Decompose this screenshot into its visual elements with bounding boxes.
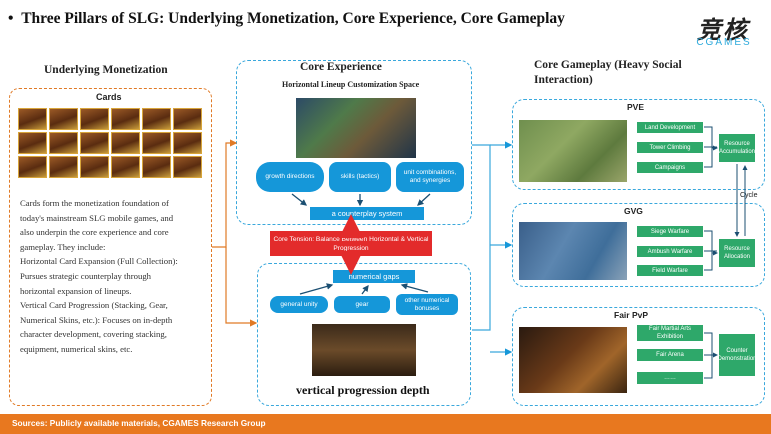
card-thumb bbox=[111, 108, 140, 130]
experience-heading: Core Experience bbox=[300, 61, 382, 73]
fair-martial-arts-box: Fair Martial Arts Exhibition bbox=[636, 324, 704, 342]
card-thumb bbox=[173, 132, 202, 154]
growth-directions-pill: growth directions bbox=[256, 162, 324, 192]
cgames-logo-en: CGAMES bbox=[696, 37, 752, 48]
lower-pill-arrow bbox=[299, 283, 334, 295]
card-thumb bbox=[142, 108, 171, 130]
gvg-connector bbox=[704, 253, 713, 271]
gvg-title: GVG bbox=[624, 206, 643, 216]
text-line: gameplay. They include: bbox=[20, 241, 106, 252]
unit-combinations-pill: unit combinations, and synergies bbox=[396, 162, 464, 192]
card-thumb bbox=[142, 132, 171, 154]
card-thumb bbox=[142, 156, 171, 178]
text-line: Cards form the monetization foundation o… bbox=[20, 198, 169, 208]
text-line: today's mainstream SLG mobile games, and bbox=[20, 212, 174, 223]
card-thumb bbox=[49, 132, 78, 154]
land-development-box: Land Development bbox=[636, 121, 704, 134]
general-unity-pill: general unity bbox=[270, 296, 328, 313]
footer-bar bbox=[0, 414, 771, 434]
field-warfare-box: Field Warfare bbox=[636, 264, 704, 277]
ellipsis-box: …… bbox=[636, 371, 704, 385]
card-thumb bbox=[18, 132, 47, 154]
fair-pvp-panel bbox=[512, 307, 765, 406]
campaigns-box: Campaigns bbox=[636, 161, 704, 174]
monetization-text: Cards form the monetization foundation o… bbox=[20, 196, 210, 357]
card-thumb bbox=[173, 156, 202, 178]
card-thumb bbox=[80, 108, 109, 130]
vertical-progression-label: vertical progression depth bbox=[296, 383, 430, 397]
pve-title: PVE bbox=[627, 102, 645, 112]
gear-pill: gear bbox=[334, 296, 390, 313]
cycle-label: Cycle bbox=[740, 192, 758, 199]
progression-screenshot bbox=[312, 324, 416, 376]
footer-sources: Sources: Publicly available materials, C… bbox=[12, 418, 266, 428]
text-line: Vertical Card Progression (Stacking, Gea… bbox=[20, 300, 168, 311]
ambush-warfare-box: Ambush Warfare bbox=[636, 245, 704, 258]
card-thumb bbox=[111, 132, 140, 154]
card-thumb bbox=[80, 132, 109, 154]
text-line: Pursues strategic counterplay through bbox=[20, 270, 152, 281]
card-thumb bbox=[49, 108, 78, 130]
card-thumb bbox=[173, 108, 202, 130]
experience-to-gameplay-line bbox=[472, 144, 491, 331]
card-thumb bbox=[18, 108, 47, 130]
text-line: character development, covering stacking… bbox=[20, 329, 167, 340]
lineup-screenshot bbox=[296, 98, 416, 158]
pvp-connector bbox=[704, 332, 718, 358]
text-line: Horizontal Card Expansion (Full Collecti… bbox=[20, 256, 178, 267]
fair-pvp-screenshot bbox=[519, 327, 627, 393]
skills-pill: skills (tactics) bbox=[329, 162, 391, 192]
text-line: also underpin the core experience and co… bbox=[20, 227, 169, 238]
card-thumb bbox=[18, 156, 47, 178]
fair-pvp-title: Fair PvP bbox=[614, 310, 649, 320]
text-line: Numerical Skins, etc.): Focuses on in-de… bbox=[20, 314, 173, 325]
title-bullet: • bbox=[8, 10, 14, 27]
pve-connector bbox=[704, 148, 713, 168]
slide-title: • Three Pillars of SLG: Underlying Monet… bbox=[8, 10, 648, 28]
monetization-heading: Underlying Monetization bbox=[44, 64, 168, 76]
pve-screenshot bbox=[519, 120, 627, 182]
monetization-to-vertical-arrow bbox=[225, 247, 258, 327]
lower-pill-arrow bbox=[361, 284, 369, 295]
other-bonuses-pill: other numerical bonuses bbox=[396, 294, 458, 315]
monetization-panel bbox=[9, 88, 212, 406]
fair-arena-box: Fair Arena bbox=[636, 348, 704, 362]
counterplay-bar: a counterplay system bbox=[310, 207, 424, 220]
card-thumb bbox=[111, 156, 140, 178]
resource-allocation-box: Resource Allocation bbox=[718, 238, 756, 268]
pill-arrow bbox=[417, 193, 431, 206]
gameplay-heading-line: Core Gameplay (Heavy Social bbox=[534, 59, 682, 71]
resource-accumulation-box: Resource Accumulation bbox=[718, 133, 756, 163]
pve-panel bbox=[512, 99, 765, 190]
gameplay-heading-line: Interaction) bbox=[534, 74, 593, 86]
text-line: equipment, numerical skins, etc. bbox=[20, 343, 133, 354]
cards-label: Cards bbox=[96, 92, 122, 102]
horizontal-title: Horizontal Lineup Customization Space bbox=[282, 80, 420, 89]
card-thumb bbox=[80, 156, 109, 178]
siege-warfare-box: Siege Warfare bbox=[636, 225, 704, 238]
text-line: horizontal expansion of lineups. bbox=[20, 285, 132, 296]
card-thumb bbox=[49, 156, 78, 178]
pill-arrow bbox=[291, 193, 308, 206]
vertical-panel bbox=[257, 263, 471, 406]
gvg-screenshot bbox=[519, 222, 627, 280]
tower-climbing-box: Tower Climbing bbox=[636, 141, 704, 154]
gameplay-heading: Core Gameplay (Heavy Social Interaction) bbox=[534, 58, 682, 88]
gvg-panel bbox=[512, 203, 765, 287]
pvp-connector bbox=[704, 355, 713, 379]
title-text: Three Pillars of SLG: Underlying Monetiz… bbox=[21, 10, 565, 27]
pve-connector bbox=[704, 126, 718, 151]
monetization-to-horizontal-arrow bbox=[212, 139, 238, 248]
gvg-connector bbox=[704, 230, 718, 256]
cgames-logo-cn: 竞核 bbox=[697, 17, 749, 44]
counter-demonstration-box: Counter Demonstration bbox=[718, 333, 757, 377]
cards-image bbox=[18, 108, 202, 178]
lower-pill-arrow bbox=[400, 283, 429, 293]
